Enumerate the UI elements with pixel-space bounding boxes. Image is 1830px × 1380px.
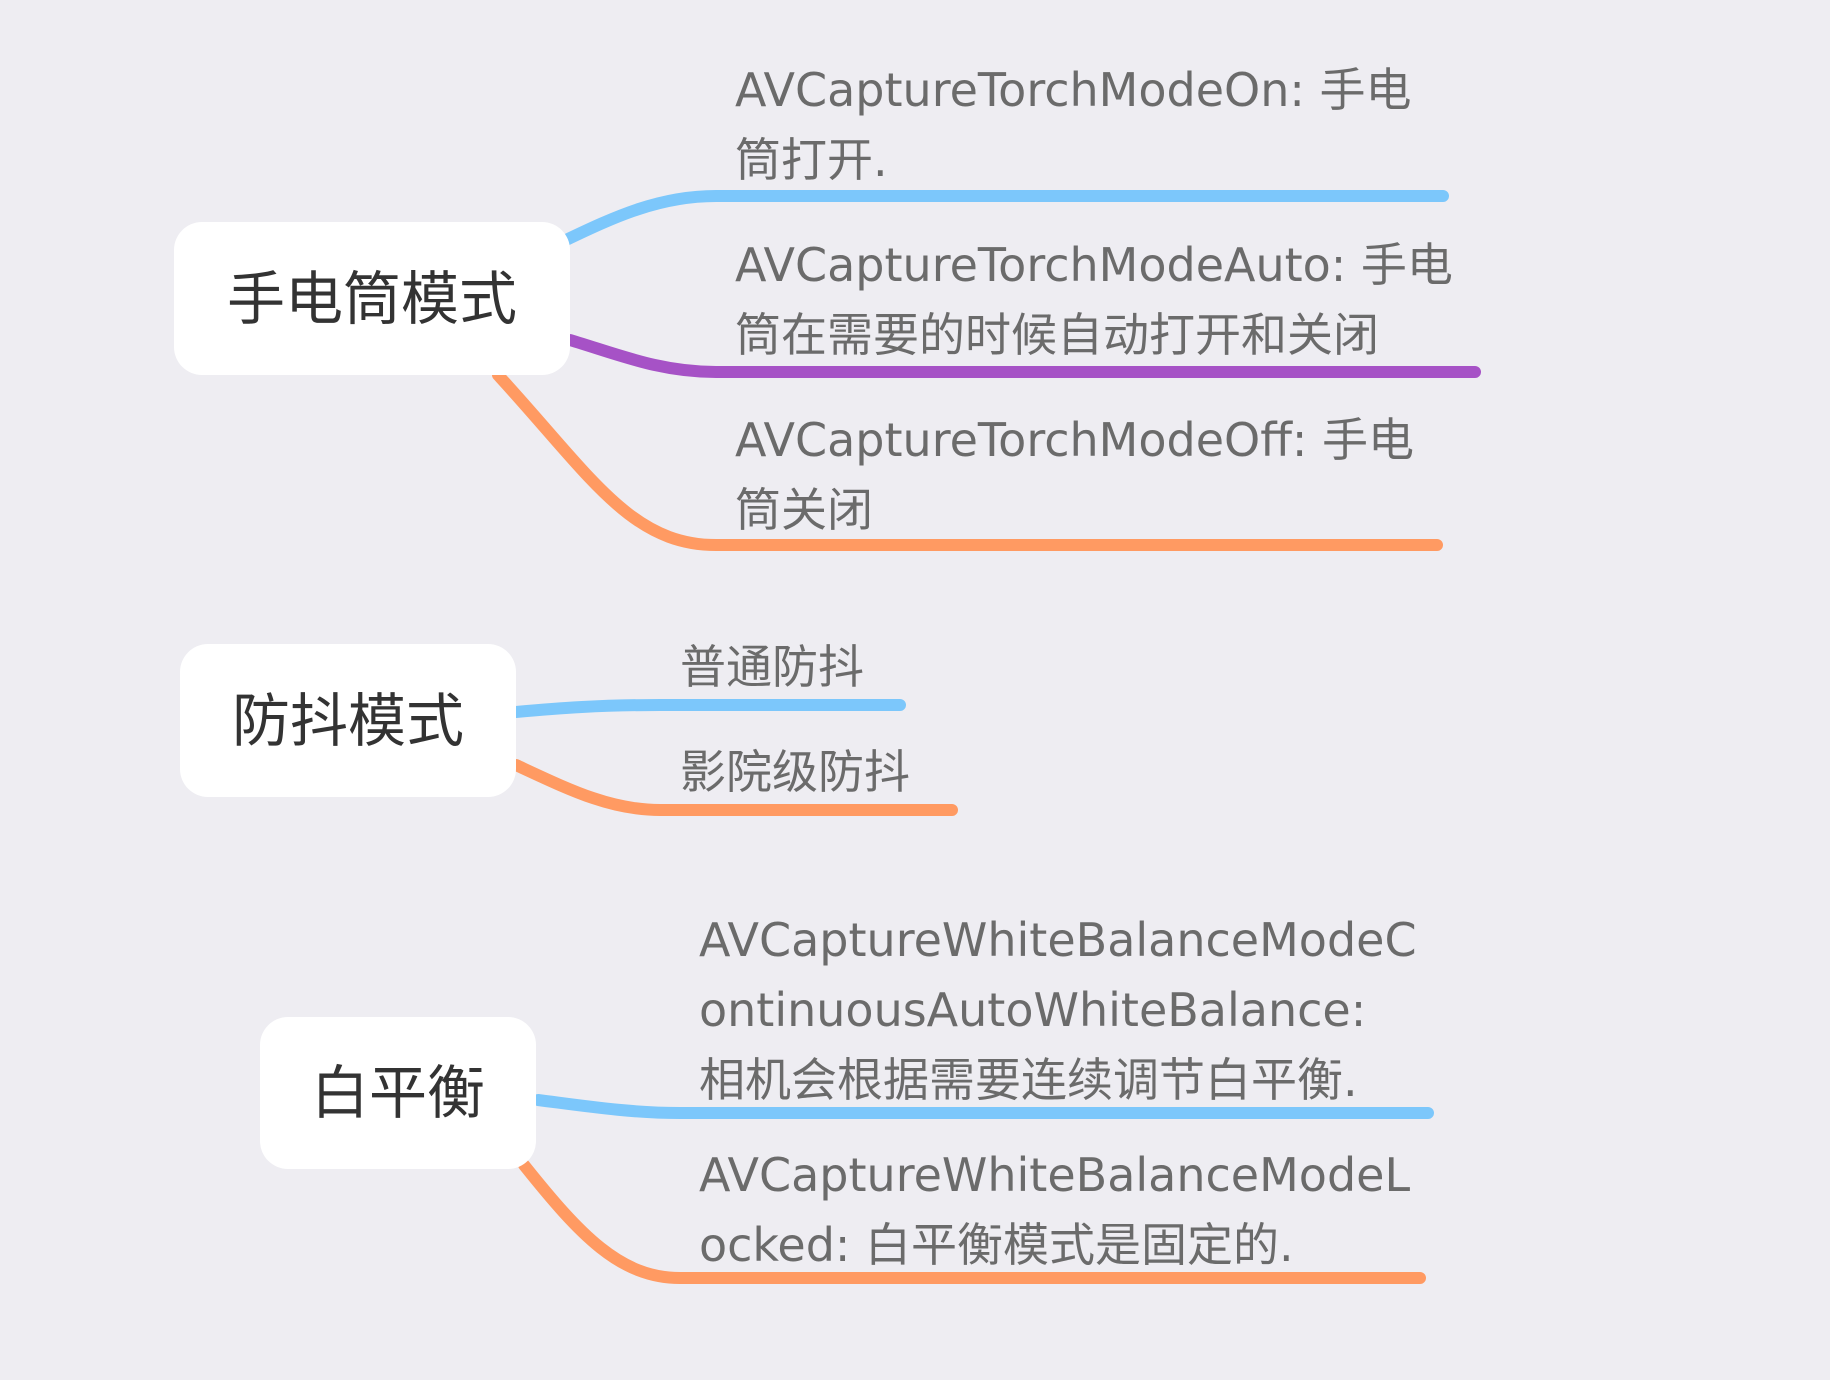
branch-line-white-balance-continuous — [532, 1094, 1434, 1119]
leaf-torch-mode-on[interactable]: AVCaptureTorchModeOn: 手电筒打开. — [735, 63, 1412, 187]
branch-line-torch-on — [558, 190, 1449, 247]
leaf-white-balance-locked[interactable]: AVCaptureWhiteBalanceModeLocked: 白平衡模式是固… — [699, 1148, 1411, 1272]
leaf-normal-stabilization[interactable]: 普通防抖 — [680, 640, 864, 694]
leaf-cinematic-stabilization[interactable]: 影院级防抖 — [680, 745, 910, 799]
branch-line-cinematic-stabilization — [510, 759, 958, 816]
leaf-torch-mode-auto[interactable]: AVCaptureTorchModeAuto: 手电筒在需要的时候自动打开和关闭 — [735, 238, 1453, 362]
topic-torch-mode[interactable]: 手电筒模式 — [174, 222, 570, 375]
leaf-torch-mode-off[interactable]: AVCaptureTorchModeOff: 手电筒关闭 — [735, 413, 1415, 537]
branch-line-normal-stabilization — [510, 699, 906, 718]
topic-stabilization-mode[interactable]: 防抖模式 — [180, 644, 516, 797]
leaf-white-balance-continuous[interactable]: AVCaptureWhiteBalanceModeContinuousAutoW… — [699, 913, 1417, 1107]
branch-line-torch-off — [492, 369, 1443, 551]
branch-line-white-balance-locked — [518, 1159, 1426, 1284]
topic-white-balance[interactable]: 白平衡 — [260, 1017, 536, 1169]
branch-line-torch-auto — [564, 334, 1481, 378]
